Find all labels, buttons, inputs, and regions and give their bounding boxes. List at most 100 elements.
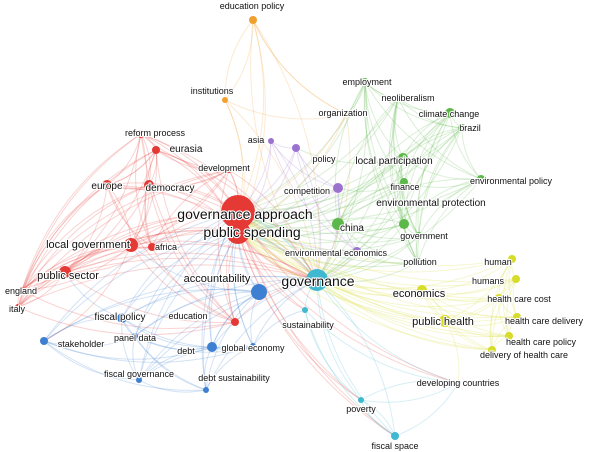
edge-environmental-policy-pollution [417,178,482,263]
node-fiscal-governance[interactable] [136,377,142,383]
edge-employment-environmental-protection [363,81,405,225]
edge-governance-local-participation [316,157,404,281]
node-sustainability[interactable] [302,307,308,313]
edge-public-sector-eurasia [64,149,157,273]
label-italy: italy [9,304,26,314]
node-finance[interactable] [400,178,408,186]
edge-developing-countries-public-health [444,320,460,384]
edge-democracy-education [148,184,236,323]
edge-public-spending-climate-change [237,112,451,233]
edge-economics-delivery-of-health-care [421,289,493,351]
node-europe[interactable] [102,180,112,190]
node-education[interactable] [231,318,239,326]
edge-public-spending-finance [237,181,405,233]
edge-public-spending-global-economy [233,231,254,347]
edge-debt-fiscal-governance [138,346,213,381]
edge-public-spending-developing-countries [237,231,459,384]
node-global-economy[interactable] [250,343,256,349]
label-health-care-delivery: health care delivery [505,316,584,326]
node-italy[interactable] [15,304,21,310]
node-poverty[interactable] [358,397,364,403]
node-public-spending[interactable] [226,220,250,244]
edge-public-health-human [444,258,513,322]
node-local-participation[interactable] [398,153,408,163]
node-organization[interactable] [343,111,349,117]
edge-neoliberalism-environmental-policy [397,97,482,180]
edge-democracy-development [148,169,230,188]
node-africa[interactable] [148,243,156,251]
node-humans[interactable] [512,275,520,283]
node-england[interactable] [19,287,25,293]
node-panel-data[interactable] [132,333,138,339]
edge-employment-climate-change [364,81,451,114]
node-local-government[interactable] [124,238,138,252]
edge-public-spending-health-care-delivery [237,231,518,319]
label-environmental-policy: environmental policy [470,176,553,186]
edge-local-government-england [21,244,132,291]
node-human[interactable] [508,255,516,263]
node-employment[interactable] [361,78,369,86]
node-stakeholder[interactable] [40,337,48,345]
node-accountability[interactable] [251,284,267,300]
node-environmental-policy[interactable] [477,175,485,183]
node-debt[interactable] [207,342,217,352]
node-brazil[interactable] [458,124,466,132]
edge-reform-process-education [140,133,236,323]
edge-local-participation-pollution [399,157,419,263]
edge-poverty-developing-countries [360,382,459,403]
node-education-policy[interactable] [249,16,257,24]
edge-employment-finance [364,81,405,183]
edge-human-health-care-policy [502,258,513,337]
edge-public-spending-employment [237,81,366,233]
edge-fiscal-policy-global-economy [121,317,254,349]
node-environmental-protection[interactable] [399,219,409,229]
node-neoliberalism[interactable] [395,95,401,101]
edge-neoliberalism-finance [392,97,405,183]
node-institutions[interactable] [222,97,228,103]
node-reform-process[interactable] [137,130,145,138]
label-local-participation: local participation [355,156,432,167]
edge-sustainability-developing-countries [304,309,459,384]
node-eurasia[interactable] [152,146,160,154]
node-governance[interactable] [306,269,328,291]
edge-governance-development [228,169,318,281]
edge-governance-approach-health-care-delivery [237,211,518,318]
edge-public-spending-debt [210,231,239,348]
node-delivery-of-health-care[interactable] [488,346,496,354]
node-competition[interactable] [333,183,343,193]
edge-neoliberalism-government [393,97,420,237]
node-climate-change[interactable] [445,108,455,118]
edge-governance-approach-economics [237,211,423,291]
node-fiscal-policy[interactable] [117,313,127,323]
node-fiscal-space[interactable] [391,432,399,440]
node-pollution[interactable] [414,258,422,266]
node-government[interactable] [415,232,423,240]
node-debt-sustainability[interactable] [203,387,209,393]
edge-public-spending-public-sector [64,229,239,273]
node-environmental-economics[interactable] [353,247,361,255]
node-economics[interactable] [417,285,427,295]
edge-governance-policy [295,147,322,281]
node-policy[interactable] [292,144,300,152]
node-health-care-cost[interactable] [495,294,503,302]
node-developing-countries[interactable] [455,380,461,386]
node-health-care-policy[interactable] [505,332,513,340]
node-development[interactable] [226,167,232,173]
node-asia[interactable] [268,138,274,144]
node-democracy[interactable] [144,180,154,190]
node-governance-approach[interactable] [221,195,255,229]
edge-public-health-health-care-delivery [444,316,518,327]
edge-economics-health-care-delivery [421,289,518,318]
node-china[interactable] [332,218,344,230]
edge-climate-change-china [337,112,451,225]
edge-public-spending-fiscal-space [237,231,396,437]
node-health-care-delivery[interactable] [513,313,521,321]
node-public-health[interactable] [439,315,451,327]
node-public-sector[interactable] [59,266,71,278]
edge-fiscal-governance-debt-sustainability [138,379,207,393]
edge-stakeholder-debt [43,340,213,360]
edge-local-government-education [130,244,236,323]
edge-governance-public-health [316,279,446,322]
edge-governance-approach-fiscal-governance [138,211,239,381]
edge-governance-approach-humans [237,211,517,283]
